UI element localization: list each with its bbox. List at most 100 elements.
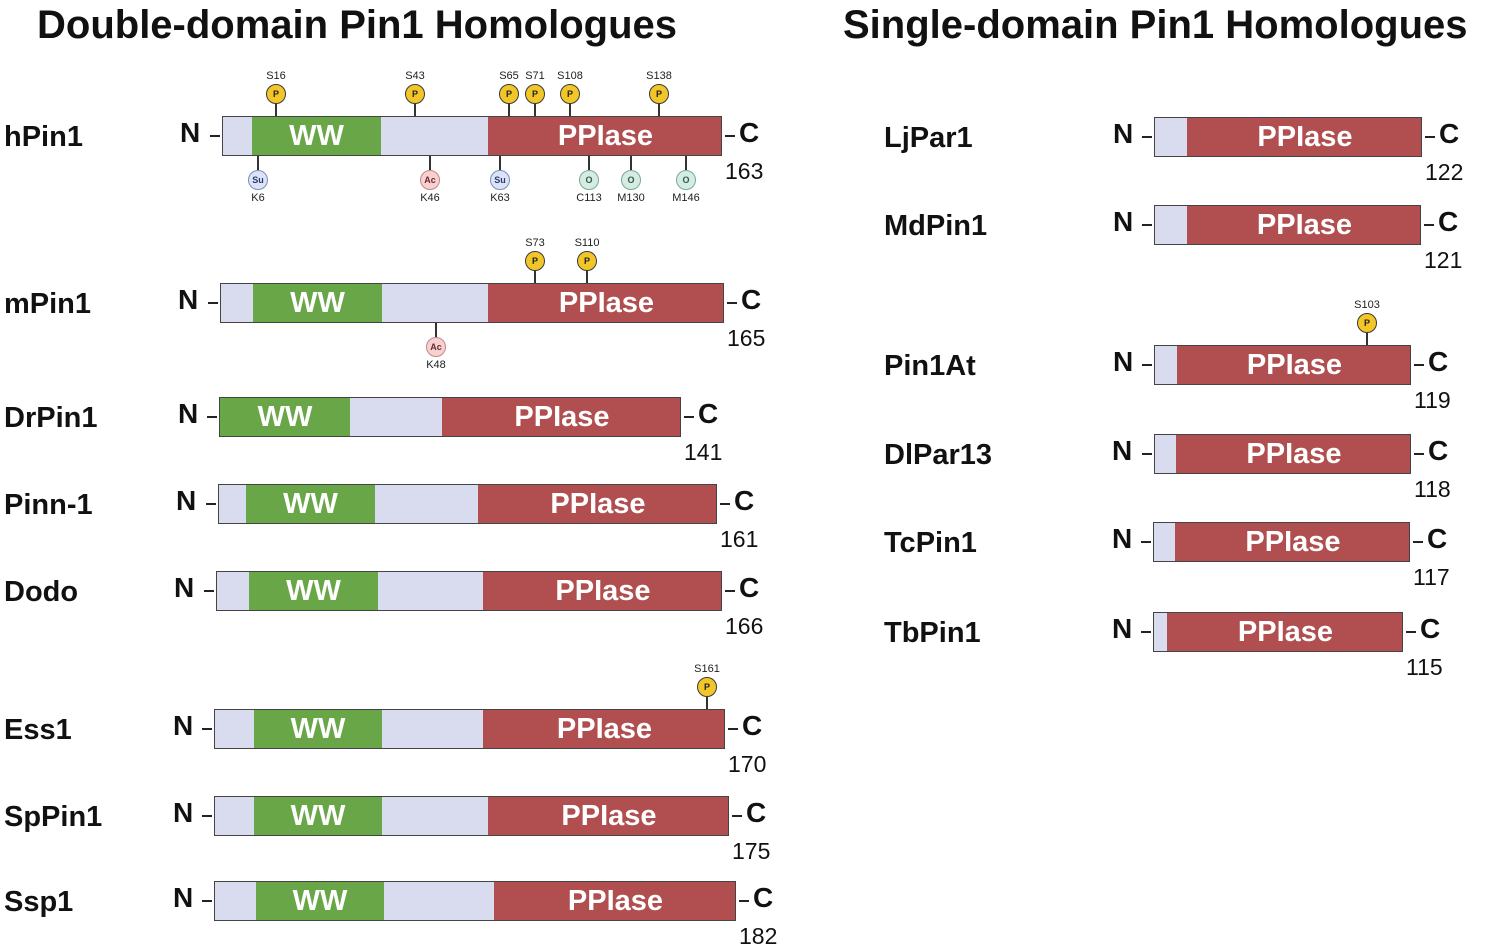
ww-domain: WW xyxy=(249,572,378,610)
protein-name: DrPin1 xyxy=(4,402,98,434)
n-terminus-dash xyxy=(1141,541,1151,543)
double-domain-title: Double-domain Pin1 Homologues xyxy=(37,3,678,47)
modification-stem xyxy=(630,156,632,170)
n-terminus-dash xyxy=(1142,224,1152,226)
phospho-site-marker: P xyxy=(499,84,519,104)
n-terminus-label: N xyxy=(1112,523,1133,554)
ppiase-domain: PPIase xyxy=(488,797,728,835)
c-terminus-dash xyxy=(1406,631,1416,633)
protein-length: 175 xyxy=(732,838,771,864)
c-terminus-dash xyxy=(1424,224,1434,226)
protein-length: 117 xyxy=(1413,564,1450,590)
modification-stem xyxy=(429,156,431,170)
protein-name: mPin1 xyxy=(4,288,92,320)
modification-stem xyxy=(499,156,501,170)
phospho-site-marker: P xyxy=(560,84,580,104)
modification-site-label: K48 xyxy=(426,359,446,371)
protein-bar: PPIase xyxy=(1154,345,1411,385)
modification-site-label: M130 xyxy=(617,192,645,204)
n-terminus-dash xyxy=(1141,631,1151,633)
modification-site-label: K46 xyxy=(420,192,440,204)
c-terminus-dash xyxy=(1413,541,1423,543)
modification-stem xyxy=(1366,333,1368,345)
c-terminus-label: C xyxy=(1428,435,1449,466)
protein-name: SpPin1 xyxy=(4,801,103,833)
modification-site-label: S73 xyxy=(525,237,545,249)
protein-name: Pin1At xyxy=(884,350,976,382)
c-terminus-dash xyxy=(1425,136,1435,138)
modification-marker: O xyxy=(676,170,696,190)
c-terminus-dash xyxy=(1414,364,1424,366)
c-terminus-dash xyxy=(739,900,749,902)
phospho-site-marker: P xyxy=(405,84,425,104)
protein-bar: WW PPIase xyxy=(216,571,722,611)
n-terminus-label: N xyxy=(178,284,199,315)
c-terminus-dash xyxy=(684,416,694,418)
protein-name: MdPin1 xyxy=(884,210,988,242)
protein-bar: PPIase xyxy=(1153,522,1410,562)
protein-length: 165 xyxy=(727,325,766,351)
ppiase-domain: PPIase xyxy=(488,284,723,322)
c-terminus-dash xyxy=(725,135,735,137)
ppiase-domain: PPIase xyxy=(483,710,724,748)
protein-name: TbPin1 xyxy=(884,617,981,649)
modification-site-label: K63 xyxy=(490,192,510,204)
modification-stem xyxy=(586,271,588,283)
n-terminus-label: N xyxy=(176,485,197,516)
modification-stem xyxy=(275,104,277,116)
protein-length: 122 xyxy=(1425,159,1464,185)
protein-bar: PPIase xyxy=(1154,434,1411,474)
modification-site-label: S110 xyxy=(574,237,600,249)
protein-length: 170 xyxy=(728,751,767,777)
protein-bar: PPIase xyxy=(1154,205,1421,245)
modification-marker: O xyxy=(579,170,599,190)
ppiase-domain: PPIase xyxy=(478,485,716,523)
n-terminus-label: N xyxy=(173,797,194,828)
protein-length: 141 xyxy=(684,439,723,465)
c-terminus-label: C xyxy=(1428,346,1449,377)
modification-site-label: S138 xyxy=(646,70,672,82)
ww-domain: WW xyxy=(246,485,375,523)
ppiase-domain: PPIase xyxy=(1167,613,1402,651)
c-terminus-dash xyxy=(728,728,738,730)
protein-name: Pinn-1 xyxy=(4,489,93,521)
modification-stem xyxy=(414,104,416,116)
c-terminus-label: C xyxy=(739,572,760,603)
modification-marker: O xyxy=(621,170,641,190)
protein-name: Ess1 xyxy=(4,714,72,746)
n-terminus-label: N xyxy=(180,117,201,148)
ppiase-domain: PPIase xyxy=(483,572,721,610)
protein-bar: WW PPIase xyxy=(218,484,717,524)
protein-name: TcPin1 xyxy=(884,527,977,559)
n-terminus-dash xyxy=(1142,453,1152,455)
n-terminus-dash xyxy=(210,135,220,137)
ww-domain: WW xyxy=(256,882,384,920)
n-terminus-dash xyxy=(207,416,217,418)
protein-length: 118 xyxy=(1414,476,1451,502)
protein-length: 115 xyxy=(1406,654,1443,680)
n-terminus-label: N xyxy=(1113,206,1134,237)
ppiase-domain: PPIase xyxy=(1176,435,1410,473)
phospho-site-marker: P xyxy=(525,84,545,104)
protein-name: Ssp1 xyxy=(4,886,74,918)
protein-length: 182 xyxy=(739,923,778,949)
modification-site-label: S65 xyxy=(499,70,519,82)
modification-stem xyxy=(534,271,536,283)
n-terminus-label: N xyxy=(1112,435,1133,466)
ppiase-domain: PPIase xyxy=(1175,523,1409,561)
phospho-site-marker: P xyxy=(577,251,597,271)
modification-marker: Ac xyxy=(426,337,446,357)
phospho-site-marker: P xyxy=(1357,313,1377,333)
modification-marker: Ac xyxy=(420,170,440,190)
c-terminus-dash xyxy=(720,503,730,505)
n-terminus-dash xyxy=(206,503,216,505)
c-terminus-label: C xyxy=(1439,118,1460,149)
n-terminus-label: N xyxy=(178,398,199,429)
c-terminus-label: C xyxy=(741,284,762,315)
protein-name: LjPar1 xyxy=(884,122,973,154)
c-terminus-dash xyxy=(1414,453,1424,455)
